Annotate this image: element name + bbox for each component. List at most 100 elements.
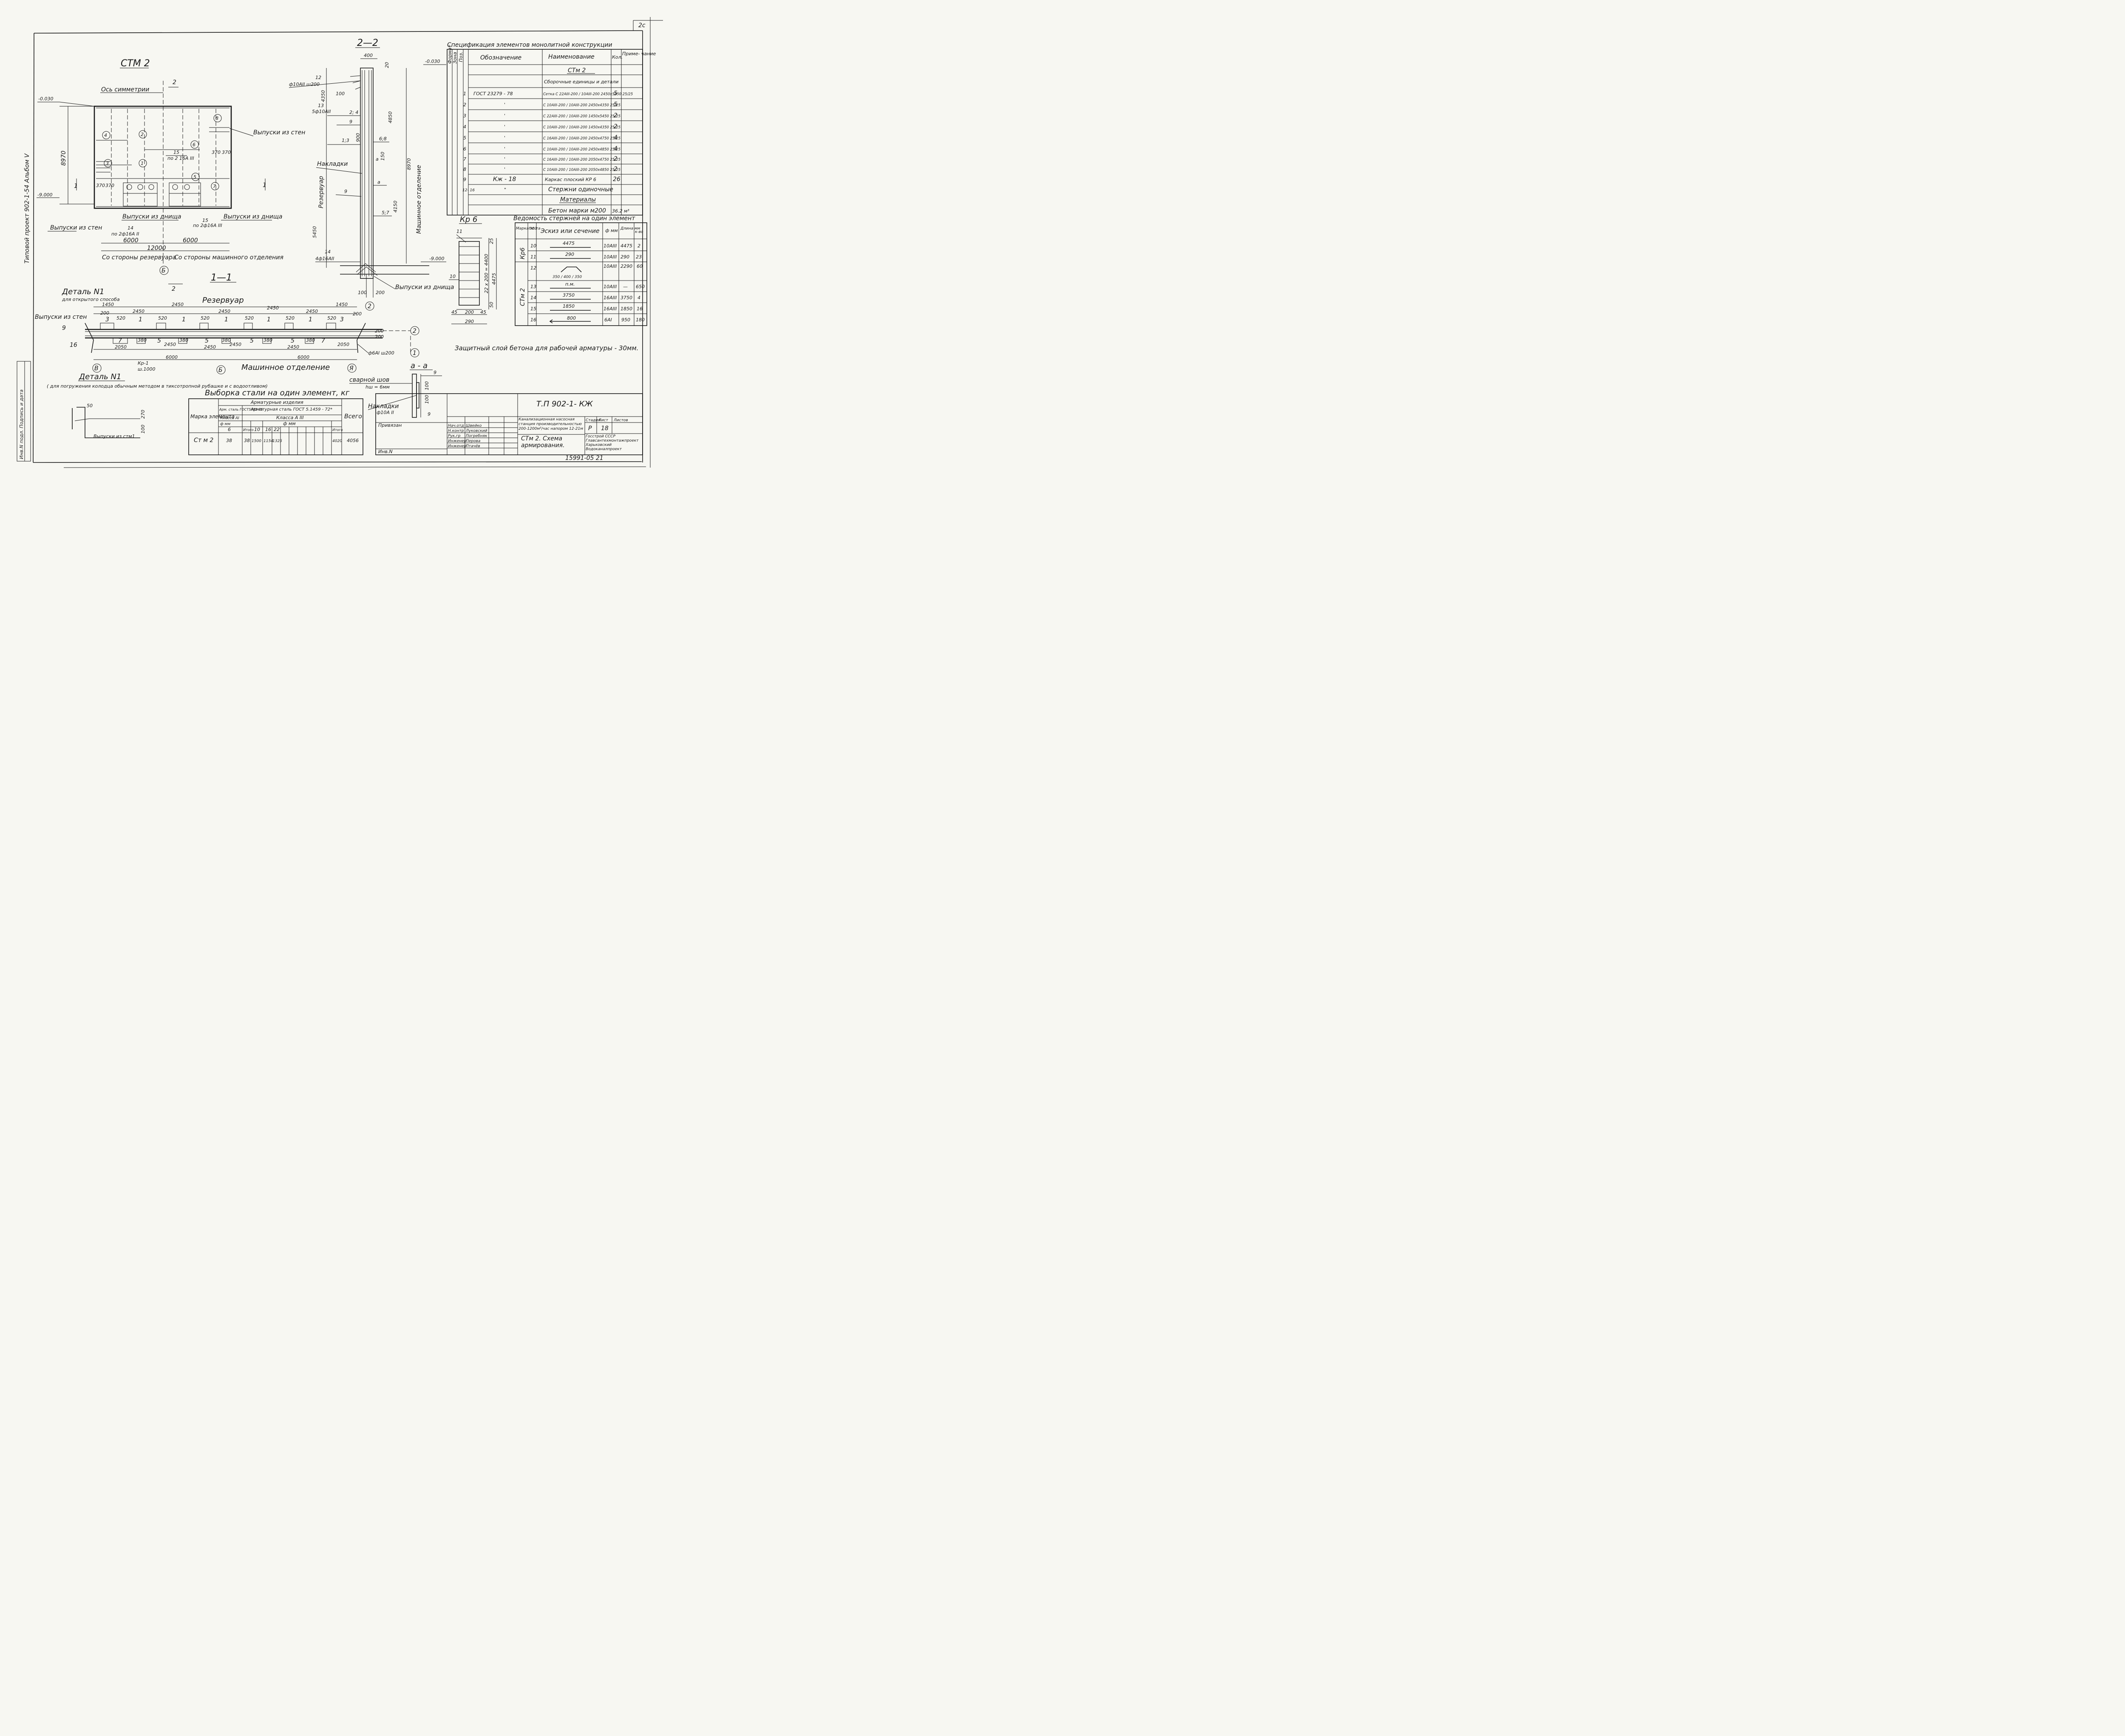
s11-pos7a: 7 <box>118 338 122 344</box>
spec-row5-name: С 10АIII-200 / 10АIII-200 2450х4850 25/2… <box>543 148 620 152</box>
s11-dim200b: 200 <box>353 311 362 317</box>
spec-row5-pos: 6 <box>463 146 466 152</box>
s22-pos-12-note: ф10АII ш200 <box>289 82 320 87</box>
s11-dim200a: 200 <box>100 310 109 316</box>
ved-row1-len: 290 <box>620 254 629 260</box>
s22-pos-14: 14 <box>325 249 331 255</box>
spec-h-oboznach: Обозначение <box>480 54 521 61</box>
s11-botdim-4: 2450 <box>287 344 299 350</box>
spec-row3-name: С 10АIII-200 / 10АIII-200 1450х4350 25/2… <box>543 125 620 130</box>
spec-row3-ref: ' <box>504 124 505 130</box>
s11-detail1-note: для открытого способа <box>62 297 120 302</box>
plan-section11-right: 1 <box>263 182 266 189</box>
ved-row6-len: 950 <box>621 317 630 323</box>
s11-botdim-0: 2050 <box>115 344 127 350</box>
ved-row0-sketch: 4475 <box>563 241 575 246</box>
steel-row-v1-itog: 38 <box>244 438 250 443</box>
svg-text:6: 6 <box>193 142 196 148</box>
ved-row4-d: 16АIII <box>604 295 617 301</box>
spec-row7-qty: 2 <box>614 166 618 173</box>
spec-group: СТм 2 <box>568 67 586 74</box>
drawing-sheet: 2c Типовой проект 902-1-54 Альбом V Инв.… <box>0 0 663 477</box>
spec-h-poz: Поз. <box>458 52 464 62</box>
s11-pos1-2: 1 <box>224 316 228 323</box>
s22-dim-4150: 4150 <box>393 201 398 213</box>
kr6-dim22x200: 22 х 200 = 4400 <box>484 254 489 293</box>
steel-h-mark: Марка элемента <box>190 414 235 420</box>
kr6-title: Кр 6 <box>460 215 477 224</box>
stamp-name-4: Птачёв <box>466 444 480 448</box>
s22-nakladki: Накладки <box>317 161 348 167</box>
plan-stm2: СТМ 2 Ось симметрии 2 <box>37 58 305 292</box>
kr6-dim45a: 45 <box>451 309 457 315</box>
steel-row-d22: 1325 <box>272 439 282 443</box>
ved-row6-d: 6АI <box>604 317 612 323</box>
plan-pos15-bot-note: по 2ф16А III <box>193 223 222 228</box>
stamp-role-4: Инженер <box>448 444 467 448</box>
vedomost-title: Ведомость стержней на один элемент <box>513 215 635 222</box>
steel-h-class-a3: Класса А III <box>276 415 304 420</box>
steel-row-d16: 1154 <box>264 439 273 443</box>
spec-row6-qty: 2 <box>614 156 618 162</box>
s11-520-0: 520 <box>116 315 125 321</box>
s11-axis-ya: Я <box>349 365 354 372</box>
detail1-bottom-note: ( для погружения колодца обычным методом… <box>47 383 268 389</box>
s11-dim6000b: 6000 <box>298 355 309 360</box>
s11-axis-v: В <box>94 365 99 372</box>
s11-axis-b: Б <box>218 367 223 374</box>
steel-h-armstal: Арм. сталь ГОСТ5781-75 <box>219 408 263 411</box>
plan-pos14-note: по 2ф16А II <box>111 231 139 237</box>
s11-pos1-1: 1 <box>182 316 186 323</box>
s11-vypuski-sten: Выпуски из стен <box>35 314 87 321</box>
svg-text:3: 3 <box>106 161 109 166</box>
spec-h-prim: Приме- чание <box>622 51 656 57</box>
s22-dim-100: 100 <box>336 91 345 96</box>
ved-row2-sketch: 350 / 400 / 350 <box>552 275 582 279</box>
plan-section22-marker: 2 <box>173 79 176 86</box>
plan-axis-b: Б <box>162 267 166 274</box>
spec-row5-ref: ' <box>504 146 505 152</box>
plan-section11-left: 1 <box>74 183 78 190</box>
steel-h-d16: 16 <box>265 427 271 432</box>
section-2-2: 2—2 400 -0.030 20 12 ф10АII ш200 4350 10… <box>289 38 454 311</box>
spec-row0-ref: ГОСТ 23279 - 78 <box>473 91 513 96</box>
s22-pos-13: 13 <box>318 103 324 108</box>
spec-row4-qty: 4 <box>614 134 618 141</box>
ved-row5-sketch: 1850 <box>563 304 575 309</box>
s11-reservoir: Резервуар <box>202 296 244 305</box>
s22-pos-9b: 9 <box>344 189 347 194</box>
ved-row2-len: 2290 <box>620 264 632 269</box>
ved-group-kr6: Кр6 <box>519 247 526 259</box>
stamp-role-3: Инженер <box>448 439 467 443</box>
s11-pos1-0: 1 <box>139 316 142 323</box>
spec-title: Спецификация элементов монолитной констр… <box>447 42 612 48</box>
steel-h-class-a1: Класса АI <box>220 416 239 420</box>
svg-text:1: 1 <box>141 161 144 166</box>
spec-row8-ref: Кж - 18 <box>493 176 516 183</box>
stamp-list: 18 <box>601 425 609 432</box>
s22-pos-57: 5;7 <box>382 210 389 216</box>
s11-botdim-3: 2450 <box>230 342 241 347</box>
plan-dim-12000: 12000 <box>147 245 166 252</box>
section-1-1: 1—1 Деталь N1 для открытого способа Резе… <box>35 272 419 374</box>
s22-pos-14-note: 4ф16АII <box>315 256 334 261</box>
spec-row8-qty: 26 <box>613 176 620 183</box>
ved-row2-pos: 12 <box>530 265 536 271</box>
ved-h-marka: Марка эл-та <box>516 227 541 231</box>
album-side-label: Типовой проект 902-1-54 Альбом V <box>24 153 31 264</box>
ved-h-d: ф мм <box>605 228 618 233</box>
s11-topdim-2: 2450 <box>267 305 279 311</box>
s22-title: 2—2 <box>357 38 378 48</box>
plan-openings <box>123 182 201 207</box>
steel-h-itog1: Итого <box>243 428 254 432</box>
ved-row1-pos: 11 <box>530 254 536 260</box>
saa-nakladki: Накладки <box>368 403 399 410</box>
vedomost-table: Ведомость стержней на один элемент Марка… <box>513 215 647 326</box>
plan-dim-370-c: 370 <box>96 183 105 188</box>
s11-pos16: 16 <box>70 342 77 349</box>
s11-kr1-note: ш.1000 <box>138 366 156 372</box>
s22-dim-8970: 8970 <box>406 158 412 170</box>
s22-dim-20: 20 <box>384 62 390 68</box>
s22-dim-100b: 100 <box>358 290 367 295</box>
bottom-sheet-number: 15991-05 21 <box>565 455 604 462</box>
